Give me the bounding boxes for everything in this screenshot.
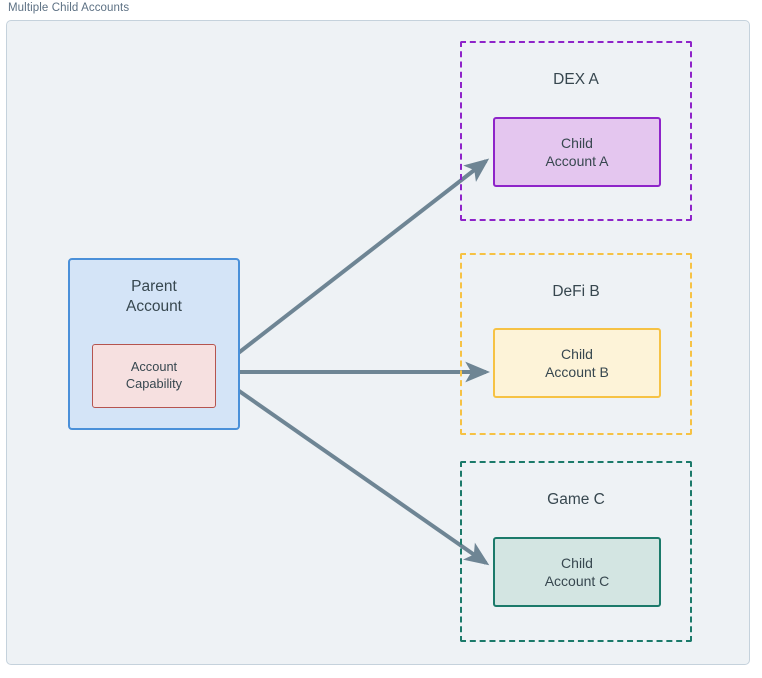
child-account-b-node[interactable]: Child Account B (493, 328, 661, 398)
parent-account-label-line2: Account (125, 298, 182, 316)
child-account-c-label-line2: Account C (544, 573, 610, 589)
app-container-game-c: Game C (460, 461, 692, 642)
account-capability-label-line2: Capability (125, 376, 183, 391)
app-title-game-c: Game C (547, 491, 605, 508)
app-title-dex-a: DEX A (553, 71, 599, 88)
child-account-c-node[interactable]: Child Account C (493, 537, 661, 607)
app-title-defi-b: DeFi B (552, 283, 600, 300)
account-capability-node[interactable]: Account Capability (92, 344, 216, 408)
app-container-dex-a: DEX A (460, 41, 692, 221)
account-capability-label-line1: Account (130, 359, 178, 375)
child-account-a-label-line1: Child (561, 134, 593, 151)
parent-account-label-line1: Parent (131, 278, 177, 295)
diagram-frame-title: Multiple Child Accounts (8, 2, 130, 14)
child-account-b-label-line1: Child (561, 345, 593, 362)
child-account-a-node[interactable]: Child Account A (493, 117, 661, 187)
child-account-a-label-line2: Account A (545, 153, 609, 169)
child-account-c-label-line1: Child (561, 554, 593, 571)
child-account-b-label-line2: Account B (545, 364, 609, 380)
app-container-defi-b: DeFi B (460, 253, 692, 435)
